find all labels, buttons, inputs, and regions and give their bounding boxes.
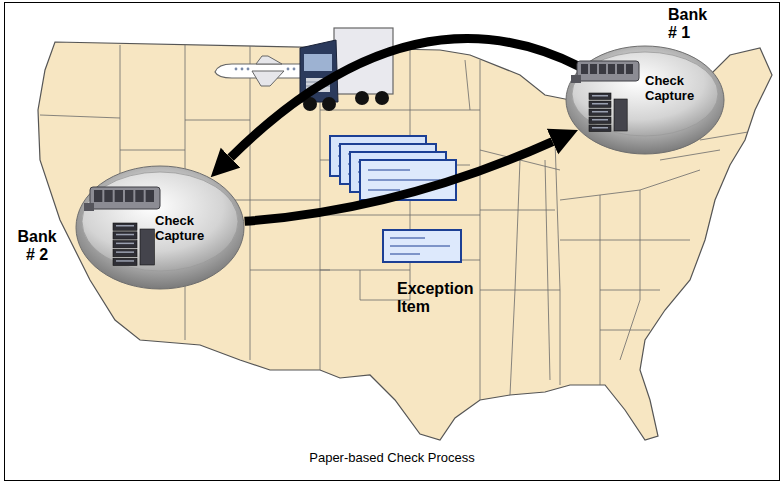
server-icon bbox=[113, 223, 154, 266]
frame bbox=[5, 3, 780, 481]
node-text: Check Capture bbox=[645, 73, 707, 103]
sorter-icon bbox=[84, 187, 160, 211]
sorter-icon bbox=[571, 61, 639, 83]
server-icon bbox=[589, 93, 627, 132]
us-map bbox=[38, 42, 772, 440]
state-lines bbox=[40, 45, 760, 400]
bank-disk: Bank # 1Check Capture bbox=[565, 45, 725, 155]
exception-check bbox=[383, 230, 461, 262]
caption-patch: Paper-based Check Process bbox=[305, 450, 478, 465]
caption: Paper-based Check Process bbox=[192, 450, 592, 466]
bank-label: Bank # 1 bbox=[668, 6, 714, 42]
node-text: Check Capture bbox=[155, 213, 217, 243]
bank-label: Bank # 2 bbox=[14, 228, 60, 264]
check-stack bbox=[330, 136, 456, 200]
annotation-label: Exception Item bbox=[397, 280, 482, 316]
bank-disk: Bank # 2Check Capture bbox=[75, 165, 245, 290]
flow-arrow bbox=[245, 142, 553, 222]
flow-arrow bbox=[231, 38, 581, 157]
